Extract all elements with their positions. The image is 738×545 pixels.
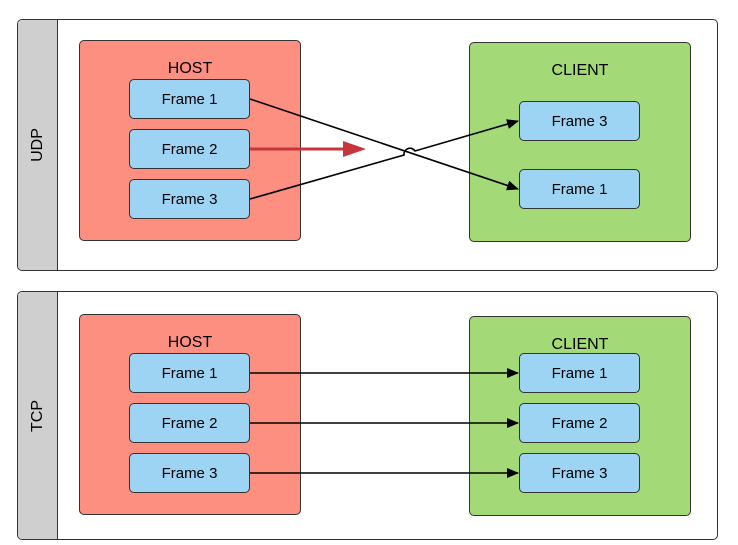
tcp-client-frame-2: Frame 2 <box>519 403 640 443</box>
udp-host-frame-2: Frame 2 <box>129 129 250 169</box>
tcp-lane-tab: TCP <box>18 292 58 539</box>
tcp-host-frame-3: Frame 3 <box>129 453 250 493</box>
udp-host-title: HOST <box>167 60 213 77</box>
udp-lane-tab: UDP <box>18 20 58 270</box>
udp-client-title: CLIENT <box>551 62 609 79</box>
tcp-client-title: CLIENT <box>551 336 609 353</box>
tcp-client-frame-1: Frame 1 <box>519 353 640 393</box>
udp-lane-label: UDP <box>29 128 46 162</box>
udp-client-frame-3: Frame 3 <box>519 101 640 141</box>
tcp-host-title: HOST <box>167 334 213 351</box>
udp-client-frame-1: Frame 1 <box>519 169 640 209</box>
tcp-lane-label: TCP <box>29 399 46 432</box>
udp-client-box: CLIENT <box>469 42 691 242</box>
udp-host-frame-1: Frame 1 <box>129 79 250 119</box>
tcp-host-frame-1: Frame 1 <box>129 353 250 393</box>
udp-host-frame-3: Frame 3 <box>129 179 250 219</box>
tcp-host-frame-2: Frame 2 <box>129 403 250 443</box>
tcp-client-frame-3: Frame 3 <box>519 453 640 493</box>
